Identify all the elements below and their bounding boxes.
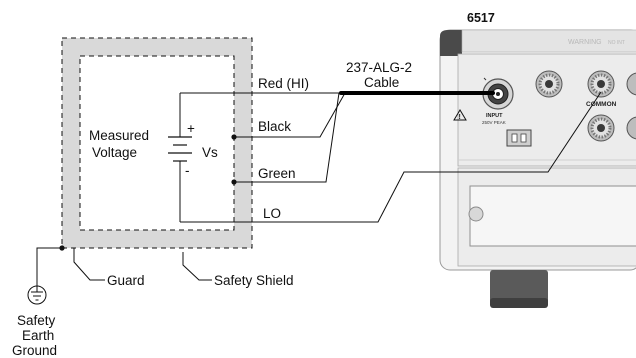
guard-enclosure	[62, 38, 252, 248]
source-plus: +	[187, 121, 195, 136]
safety-shield-label: Safety Shield	[214, 273, 294, 288]
input-rating: 250V PEAK	[482, 120, 506, 125]
safety-shield	[61, 37, 253, 249]
common-binding-post[interactable]	[587, 70, 615, 98]
input-label: INPUT	[486, 113, 503, 119]
warning-text: WARNING	[568, 39, 602, 46]
interlock-socket[interactable]	[506, 129, 532, 147]
wire-lo	[180, 91, 602, 223]
earth-ground-icon	[27, 285, 47, 305]
junction-black	[231, 134, 237, 140]
source-minus: -	[185, 163, 190, 178]
measured-voltage-line1: Measured	[89, 128, 149, 143]
cable-label-line1: 237-ALG-2	[346, 60, 412, 75]
wire-label-black: Black	[258, 119, 291, 134]
source-symbol: Vs	[202, 145, 218, 160]
common-label: COMMON	[586, 101, 617, 108]
junction-ground	[59, 245, 65, 251]
binding-post-1[interactable]	[535, 70, 563, 98]
instrument-model: 6517	[467, 11, 495, 25]
ground-label-line1: Safety	[17, 313, 56, 328]
binding-post-edge-bottom	[626, 116, 636, 140]
warning-triangle-icon: !	[453, 109, 467, 121]
wire-guard-ground	[36, 247, 62, 286]
safety-shield-leader	[182, 252, 212, 281]
binding-post-edge-top	[626, 72, 636, 96]
instrument-foot	[490, 270, 548, 306]
svg-text:!: !	[459, 114, 461, 121]
ground-label-line2: Earth	[22, 328, 54, 343]
warning-suffix: NO INT	[608, 40, 625, 46]
input-connector[interactable]	[482, 77, 514, 110]
guard-inner-outline	[79, 55, 235, 231]
junction-green	[231, 179, 237, 185]
measured-voltage-line2: Voltage	[92, 145, 137, 160]
wire-label-lo: LO	[263, 206, 281, 221]
guard-label: Guard	[107, 273, 145, 288]
ground-label-line3: Ground	[12, 343, 57, 358]
panel-screw-icon	[468, 206, 484, 222]
instrument-6517: WARNING NO INT 6517 INPUT 250V PEAK !	[439, 11, 636, 308]
wire-label-red: Red (HI)	[258, 76, 309, 91]
cable-label-line2: Cable	[364, 75, 399, 90]
voltage-source-icon	[168, 93, 192, 222]
binding-post-3[interactable]	[587, 114, 615, 142]
wire-label-green: Green	[258, 166, 296, 181]
wire-green	[234, 92, 340, 183]
guard-leader	[73, 248, 105, 281]
